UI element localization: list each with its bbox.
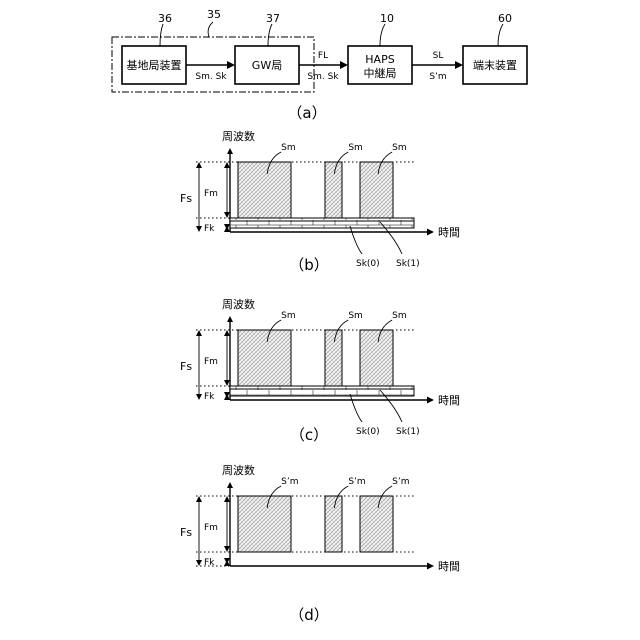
terminal-ref: 60: [498, 12, 512, 25]
fm-label: Fm: [204, 523, 218, 533]
signal-block-2: [360, 330, 393, 386]
signal-block-label-0: Sm: [281, 143, 295, 153]
signal-block-label-0: Sm: [281, 311, 295, 321]
caption-d: （d）: [289, 606, 329, 624]
y-axis-label: 周波数: [222, 298, 255, 311]
fk-arrow-bottom: [224, 224, 230, 230]
signal-block-0: [238, 496, 291, 552]
signal-block-0: [238, 162, 291, 218]
sk0-label: Sk(0): [356, 259, 380, 269]
signal-block-label-1: S’m: [348, 477, 365, 487]
haps-label-line2: 中継局: [364, 66, 397, 80]
fs-arrow-top: [196, 162, 202, 168]
fs-label: Fs: [180, 360, 192, 373]
caption-a: （a）: [287, 104, 326, 122]
signal-block-label-1: Sm: [348, 311, 362, 321]
signal-block-label-1: Sm: [348, 143, 362, 153]
fk-arrow-bottom: [224, 392, 230, 398]
haps-ref-leader: [380, 24, 385, 46]
y-axis-arrowhead: [227, 316, 233, 322]
sk1-label: Sk(1): [396, 427, 420, 437]
signal-block-1: [325, 496, 342, 552]
fm-label: Fm: [204, 357, 218, 367]
fk-label: Fk: [204, 558, 215, 568]
fm-arrow-bottom: [224, 380, 230, 386]
fm-arrow-bottom: [224, 212, 230, 218]
fk-arrow-bottom: [224, 558, 230, 564]
gw-ref: 37: [266, 12, 280, 25]
signal-block-label-2: Sm: [392, 311, 406, 321]
frame-ref-leader: [208, 22, 213, 37]
fs-arrow-top: [196, 496, 202, 502]
arrowhead-haps-terminal: [455, 61, 463, 69]
panel-b: 周波数時間 Fs FmFk Sm Sm SmSk(0) Sk(1) （b）: [180, 130, 460, 274]
sk1-label: Sk(1): [396, 259, 420, 269]
y-axis-label: 周波数: [222, 130, 255, 143]
fk-label: Fk: [204, 224, 215, 234]
signal-block-1: [325, 330, 342, 386]
fk-label: Fk: [204, 392, 215, 402]
x-axis-label: 時間: [438, 394, 460, 407]
signal-block-label-2: S’m: [392, 477, 409, 487]
feeder-link-label: FL: [318, 51, 328, 61]
link-bs-gw-signal: Sm. Sk: [195, 72, 227, 82]
signal-block-1: [325, 162, 342, 218]
fs-label: Fs: [180, 192, 192, 205]
caption-b: （b）: [289, 256, 329, 274]
panel-c: 周波数時間 Fs FmFk Sm Sm SmSk(0) Sk(1) （c）: [180, 298, 460, 444]
sk0-leader: [350, 394, 362, 422]
y-axis-label: 周波数: [222, 464, 255, 477]
signal-block-label-0: S’m: [281, 477, 298, 487]
y-axis-arrowhead: [227, 482, 233, 488]
x-axis-arrowhead: [427, 229, 434, 236]
fm-arrow-top: [224, 496, 230, 502]
system-block-diagram: 35 基地局装置 36 GW局 37 HAPS 中継局 10 端末装置 60 S…: [112, 8, 527, 122]
link-gw-haps-signal: Sm. Sk: [307, 72, 339, 82]
spectrum-panels: 周波数時間FsFmFkSmSmSmSk(0)Sk(1)（b）周波数時間FsFmF…: [180, 130, 460, 624]
fs-arrow-bottom: [196, 560, 202, 566]
base-station-ref: 36: [158, 12, 172, 25]
terminal-label: 端末装置: [473, 58, 517, 72]
haps-label-line1: HAPS: [365, 53, 394, 66]
panel-d: 周波数時間 Fs FmFk S’m S’m S’m （d）: [180, 464, 460, 624]
fm-arrow-top: [224, 162, 230, 168]
fm-arrow-top: [224, 330, 230, 336]
signal-block-label-2: Sm: [392, 143, 406, 153]
signal-block-0: [238, 330, 291, 386]
control-channel-band: [230, 218, 414, 228]
control-channel-band: [230, 386, 414, 396]
fs-arrow-top: [196, 330, 202, 336]
fm-arrow-bottom: [224, 546, 230, 552]
arrowhead-bs-gw: [227, 61, 235, 69]
link-haps-terminal-signal: S’m: [429, 72, 446, 82]
base-station-label: 基地局装置: [127, 59, 182, 72]
gw-station-label: GW局: [252, 59, 282, 72]
arrowhead-gw-haps: [340, 61, 348, 69]
sk0-leader: [350, 226, 362, 254]
gw-ref-leader: [268, 24, 272, 46]
fs-arrow-bottom: [196, 226, 202, 232]
sk0-label: Sk(0): [356, 427, 380, 437]
caption-c: （c）: [290, 426, 328, 444]
frame-ref: 35: [207, 8, 221, 21]
service-link-label: SL: [433, 51, 444, 61]
x-axis-label: 時間: [438, 226, 460, 239]
x-axis-label: 時間: [438, 560, 460, 573]
fm-label: Fm: [204, 189, 218, 199]
fs-arrow-bottom: [196, 394, 202, 400]
haps-ref: 10: [380, 12, 394, 25]
terminal-ref-leader: [498, 24, 503, 46]
signal-block-2: [360, 496, 393, 552]
base-station-ref-leader: [160, 24, 163, 46]
x-axis-arrowhead: [427, 397, 434, 404]
fs-label: Fs: [180, 526, 192, 539]
y-axis-arrowhead: [227, 148, 233, 154]
signal-block-2: [360, 162, 393, 218]
x-axis-arrowhead: [427, 563, 434, 570]
